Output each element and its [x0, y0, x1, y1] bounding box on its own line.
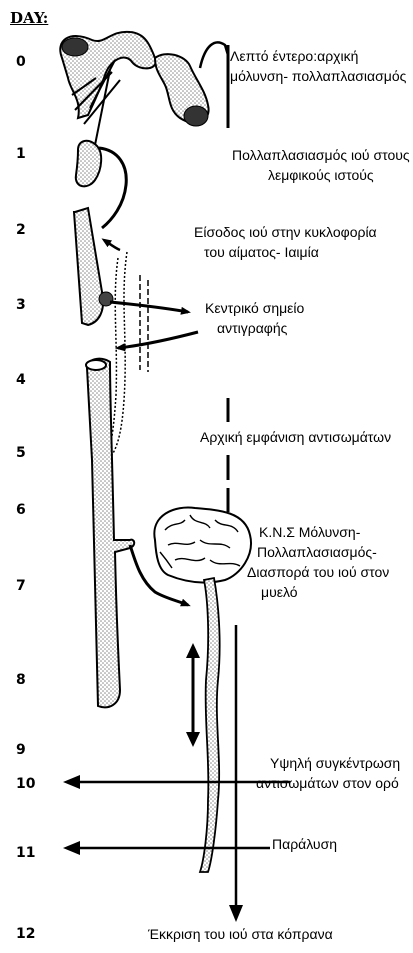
annotation-line: Πολλαπλασιασμός ιού στους: [232, 145, 410, 165]
day-label-8: 8: [16, 672, 56, 688]
excretion-arrow: [229, 625, 243, 922]
annotation-line: Έκκριση του ιού στα κόπρανα: [148, 924, 333, 944]
annotation-line: Υψηλή συγκέντρωση: [256, 753, 400, 773]
annotation-antibodies-high: Υψηλή συγκέντρωση αντισωμάτων στον ορό: [256, 753, 400, 793]
annotation-line: αντιγραφής: [205, 318, 304, 338]
annotation-antibodies-initial: Αρχική εμφάνιση αντισωμάτων: [200, 427, 391, 447]
annotation-line: μόλυνση- πολλαπλασιασμός: [230, 66, 406, 86]
day-label-11: 11: [16, 845, 56, 861]
annotation-cns: Κ.Ν.Σ Μόλυνση- Πολλαπλασιασμός- Διασπορά…: [257, 522, 389, 602]
day-label-1: 1: [16, 146, 56, 162]
day-label-2: 2: [16, 222, 56, 238]
annotation-small-intestine: Λεπτό έντερο:αρχική μόλυνση- πολλαπλασια…: [230, 46, 406, 86]
day-label-7: 7: [16, 578, 56, 594]
day-label-10: 10: [16, 776, 56, 792]
annotation-replication-site: Κεντρικό σημείο αντιγραφής: [205, 298, 304, 338]
annotation-line: Αρχική εμφάνιση αντισωμάτων: [200, 427, 391, 447]
small-intestine-illustration: [60, 32, 228, 150]
annotation-line: Λεπτό έντερο:αρχική: [230, 46, 406, 66]
annotation-line: Παράλυση: [272, 834, 337, 854]
annotation-line: μυελό: [257, 582, 389, 602]
annotation-excretion: Έκκριση του ιού στα κόπρανα: [148, 924, 333, 944]
annotation-lymphoid: Πολλαπλασιασμός ιού στους λεμφικούς ιστο…: [232, 145, 410, 185]
double-arrow: [186, 643, 200, 747]
annotation-line: του αίματος- Ιαιμία: [194, 242, 377, 262]
annotation-line: Διασπορά του ιού στον: [247, 562, 389, 582]
day-label-0: 0: [16, 54, 56, 70]
day-label-6: 6: [16, 502, 56, 518]
day-label-9: 9: [16, 742, 56, 758]
annotation-paralysis: Παράλυση: [272, 834, 337, 854]
day-label-12: 12: [16, 926, 56, 942]
annotation-line: Κ.Ν.Σ Μόλυνση-: [257, 522, 389, 542]
day-label-3: 3: [16, 297, 56, 313]
annotation-viremia: Είσοδος ιού στην κυκλοφορία του αίματος-…: [194, 222, 377, 262]
annotation-line: Είσοδος ιού στην κυκλοφορία: [194, 222, 377, 242]
day-label-4: 4: [16, 372, 56, 388]
day-label-5: 5: [16, 445, 56, 461]
annotation-line: Κεντρικό σημείο: [205, 298, 304, 318]
annotation-line: αντισωμάτων στον ορό: [256, 773, 400, 793]
annotation-line: λεμφικούς ιστούς: [232, 165, 410, 185]
day-axis-header: DAY:: [10, 9, 48, 27]
annotation-line: Πολλαπλασιασμός-: [257, 542, 389, 562]
